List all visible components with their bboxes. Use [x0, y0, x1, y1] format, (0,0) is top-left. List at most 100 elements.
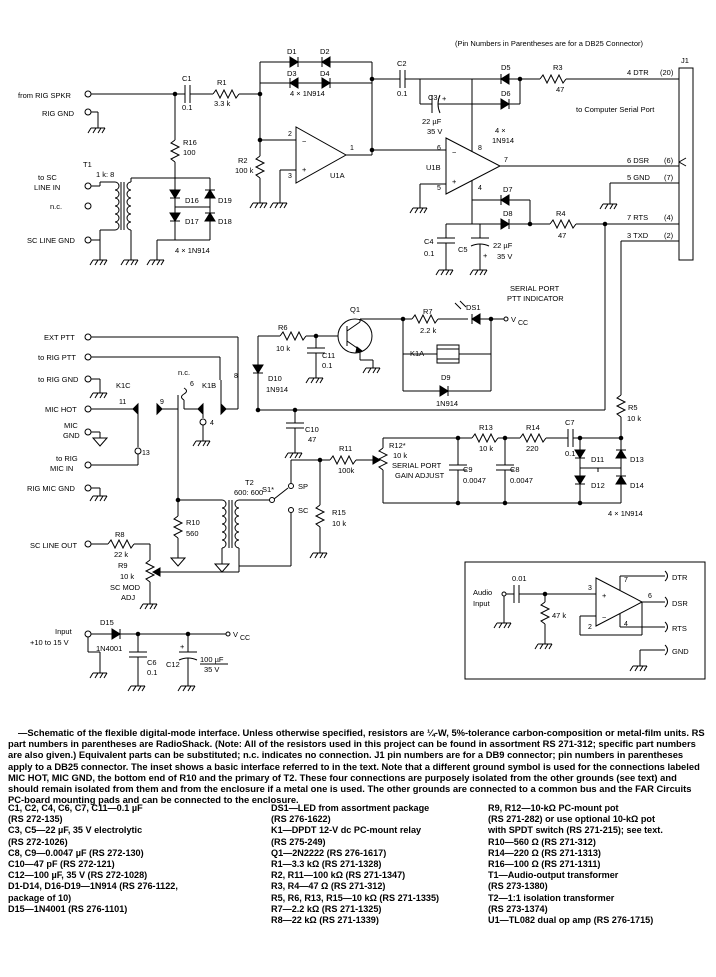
- j1-connector: J1: [678, 56, 694, 261]
- svg-text:D5: D5: [501, 63, 511, 72]
- parts-list-item: (RS 273-1374): [488, 903, 548, 914]
- parts-list-item: (RS 271-282) or use optional 10-kΩ pot: [488, 814, 655, 825]
- svg-text:C2: C2: [397, 59, 407, 68]
- svg-text:D10: D10: [268, 374, 282, 383]
- svg-text:to RIG GND: to RIG GND: [38, 375, 79, 384]
- svg-text:DSR: DSR: [672, 599, 688, 608]
- svg-text:R9: R9: [118, 561, 128, 570]
- svg-text:C11: C11: [322, 351, 335, 360]
- svg-text:Audio: Audio: [473, 588, 492, 597]
- svg-text:3: 3: [288, 173, 292, 180]
- capacitor-c8: C8 0.0047: [496, 438, 533, 506]
- svg-text:C3: C3: [428, 93, 438, 102]
- svg-text:7: 7: [624, 577, 628, 584]
- svg-text:0.0047: 0.0047: [510, 476, 533, 485]
- svg-text:+: +: [452, 177, 457, 186]
- svg-text:100 k: 100 k: [235, 166, 254, 175]
- rig-speaker-input: from RIG SPKR RIG GND: [18, 90, 185, 134]
- svg-text:GAIN ADJUST: GAIN ADJUST: [395, 471, 445, 480]
- svg-text:R4: R4: [556, 209, 566, 218]
- svg-text:S1*: S1*: [262, 485, 274, 494]
- figure-caption: —Schematic of the flexible digital-mode …: [8, 727, 708, 805]
- svg-text:0.0047: 0.0047: [463, 476, 486, 485]
- parts-list-item: R8—22 kΩ (RS 271-1339): [271, 915, 379, 926]
- svg-text:+: +: [483, 251, 488, 260]
- resistor-r11: R11 100k: [317, 444, 380, 505]
- svg-text:D11: D11: [591, 455, 604, 464]
- svg-text:to RIG: to RIG: [56, 454, 78, 463]
- svg-text:C8: C8: [510, 465, 520, 474]
- svg-text:8: 8: [478, 145, 482, 152]
- capacitor-c1: C1 0.1: [182, 74, 192, 112]
- svg-text:(2): (2): [664, 231, 674, 240]
- parts-column-2: DS1—LED from assortment package (RS 276-…: [271, 803, 439, 926]
- diodes-d7-d8-network: D7 D8: [471, 185, 550, 230]
- led-ds1: DS1 V CC: [454, 300, 528, 327]
- svg-text:MIC IN: MIC IN: [50, 464, 73, 473]
- switch-s1: S1* SP SC: [239, 459, 320, 567]
- svg-text:100k: 100k: [338, 466, 355, 475]
- svg-text:+10 to 15 V: +10 to 15 V: [30, 638, 69, 647]
- relay-k1b: K1B n.c. 6 8 4: [178, 368, 239, 447]
- pot-r12: R12* 10 k SERIAL PORT GAIN ADJUST: [372, 438, 445, 503]
- svg-text:9: 9: [160, 399, 164, 406]
- svg-text:1 k: 8: 1 k: 8: [96, 170, 114, 179]
- parts-list-item: R14—220 Ω (RS 271-1313): [488, 847, 601, 858]
- svg-text:to SC: to SC: [38, 173, 57, 182]
- svg-text:0.1: 0.1: [147, 668, 157, 677]
- svg-text:DTR: DTR: [672, 573, 688, 582]
- svg-text:220: 220: [526, 444, 539, 453]
- svg-text:D3: D3: [287, 69, 297, 78]
- svg-text:LINE IN: LINE IN: [34, 183, 60, 192]
- transformer-t1: T1 1 k: 8: [83, 160, 175, 240]
- svg-text:−: −: [452, 148, 457, 157]
- svg-text:560: 560: [186, 529, 199, 538]
- resistor-r2: R2 100 k: [235, 150, 268, 209]
- svg-text:C4: C4: [424, 237, 434, 246]
- svg-text:C1: C1: [182, 74, 192, 83]
- svg-text:R11: R11: [339, 444, 352, 453]
- svg-text:4 DTR: 4 DTR: [627, 68, 649, 77]
- svg-text:47 k: 47 k: [552, 611, 566, 620]
- parts-list-item: D1-D14, D16-D19—1N914 (RS 276-1122,: [8, 881, 178, 892]
- svg-text:13: 13: [142, 450, 150, 457]
- parts-list-item: Q1—2N2222 (RS 276-1617): [271, 847, 387, 858]
- svg-text:R7: R7: [423, 307, 433, 316]
- diodes-d5-d8: D5 D6 4 × 1N914: [471, 63, 540, 145]
- svg-text:4: 4: [624, 621, 628, 628]
- from-rig-spkr-label: from RIG SPKR: [18, 91, 72, 100]
- svg-text:V: V: [511, 315, 516, 324]
- svg-text:4: 4: [210, 420, 214, 427]
- capacitor-c5: C5 + 22 µF 35 V: [458, 224, 513, 276]
- svg-text:D19: D19: [218, 196, 232, 205]
- parts-list-item: C3, C5—22 µF, 35 V electrolytic: [8, 825, 143, 836]
- parts-column-1: C1, C2, C4, C6, C7, C11—0.1 µF (RS 272-1…: [8, 803, 178, 915]
- svg-text:100 µF: 100 µF: [200, 655, 224, 664]
- svg-text:(7): (7): [664, 173, 674, 182]
- svg-text:47: 47: [308, 435, 316, 444]
- svg-text:RIG MIC GND: RIG MIC GND: [27, 484, 75, 493]
- svg-text:1: 1: [350, 145, 354, 152]
- svg-text:D17: D17: [185, 217, 199, 226]
- svg-text:T1: T1: [83, 160, 92, 169]
- svg-text:MIC HOT: MIC HOT: [45, 405, 77, 414]
- svg-text:D15: D15: [100, 618, 114, 627]
- svg-text:Input: Input: [55, 627, 73, 636]
- svg-text:GND: GND: [672, 647, 689, 656]
- diodes-d16-d19: D16 D17 D19 D18 4 × 1N914: [146, 177, 232, 266]
- parts-list-item: package of 10): [8, 892, 72, 903]
- svg-text:D4: D4: [320, 69, 330, 78]
- capacitor-c9: C9 0.0047: [449, 438, 486, 506]
- svg-text:C5: C5: [458, 245, 468, 254]
- svg-text:8: 8: [234, 373, 238, 380]
- svg-text:0.1: 0.1: [397, 89, 407, 98]
- svg-text:7: 7: [504, 157, 508, 164]
- svg-text:10 k: 10 k: [120, 572, 134, 581]
- svg-text:100: 100: [183, 148, 196, 157]
- sc-line-out: SC LINE OUT R8 22 k R9 10 k SC MOD ADJ: [30, 530, 240, 610]
- parts-list-item: T1—Audio-output transformer: [488, 870, 619, 881]
- parts-list-item: R9, R12—10-kΩ PC-mount pot: [488, 803, 619, 813]
- svg-text:C6: C6: [147, 658, 157, 667]
- svg-text:10 k: 10 k: [332, 519, 346, 528]
- svg-text:10 k: 10 k: [393, 451, 407, 460]
